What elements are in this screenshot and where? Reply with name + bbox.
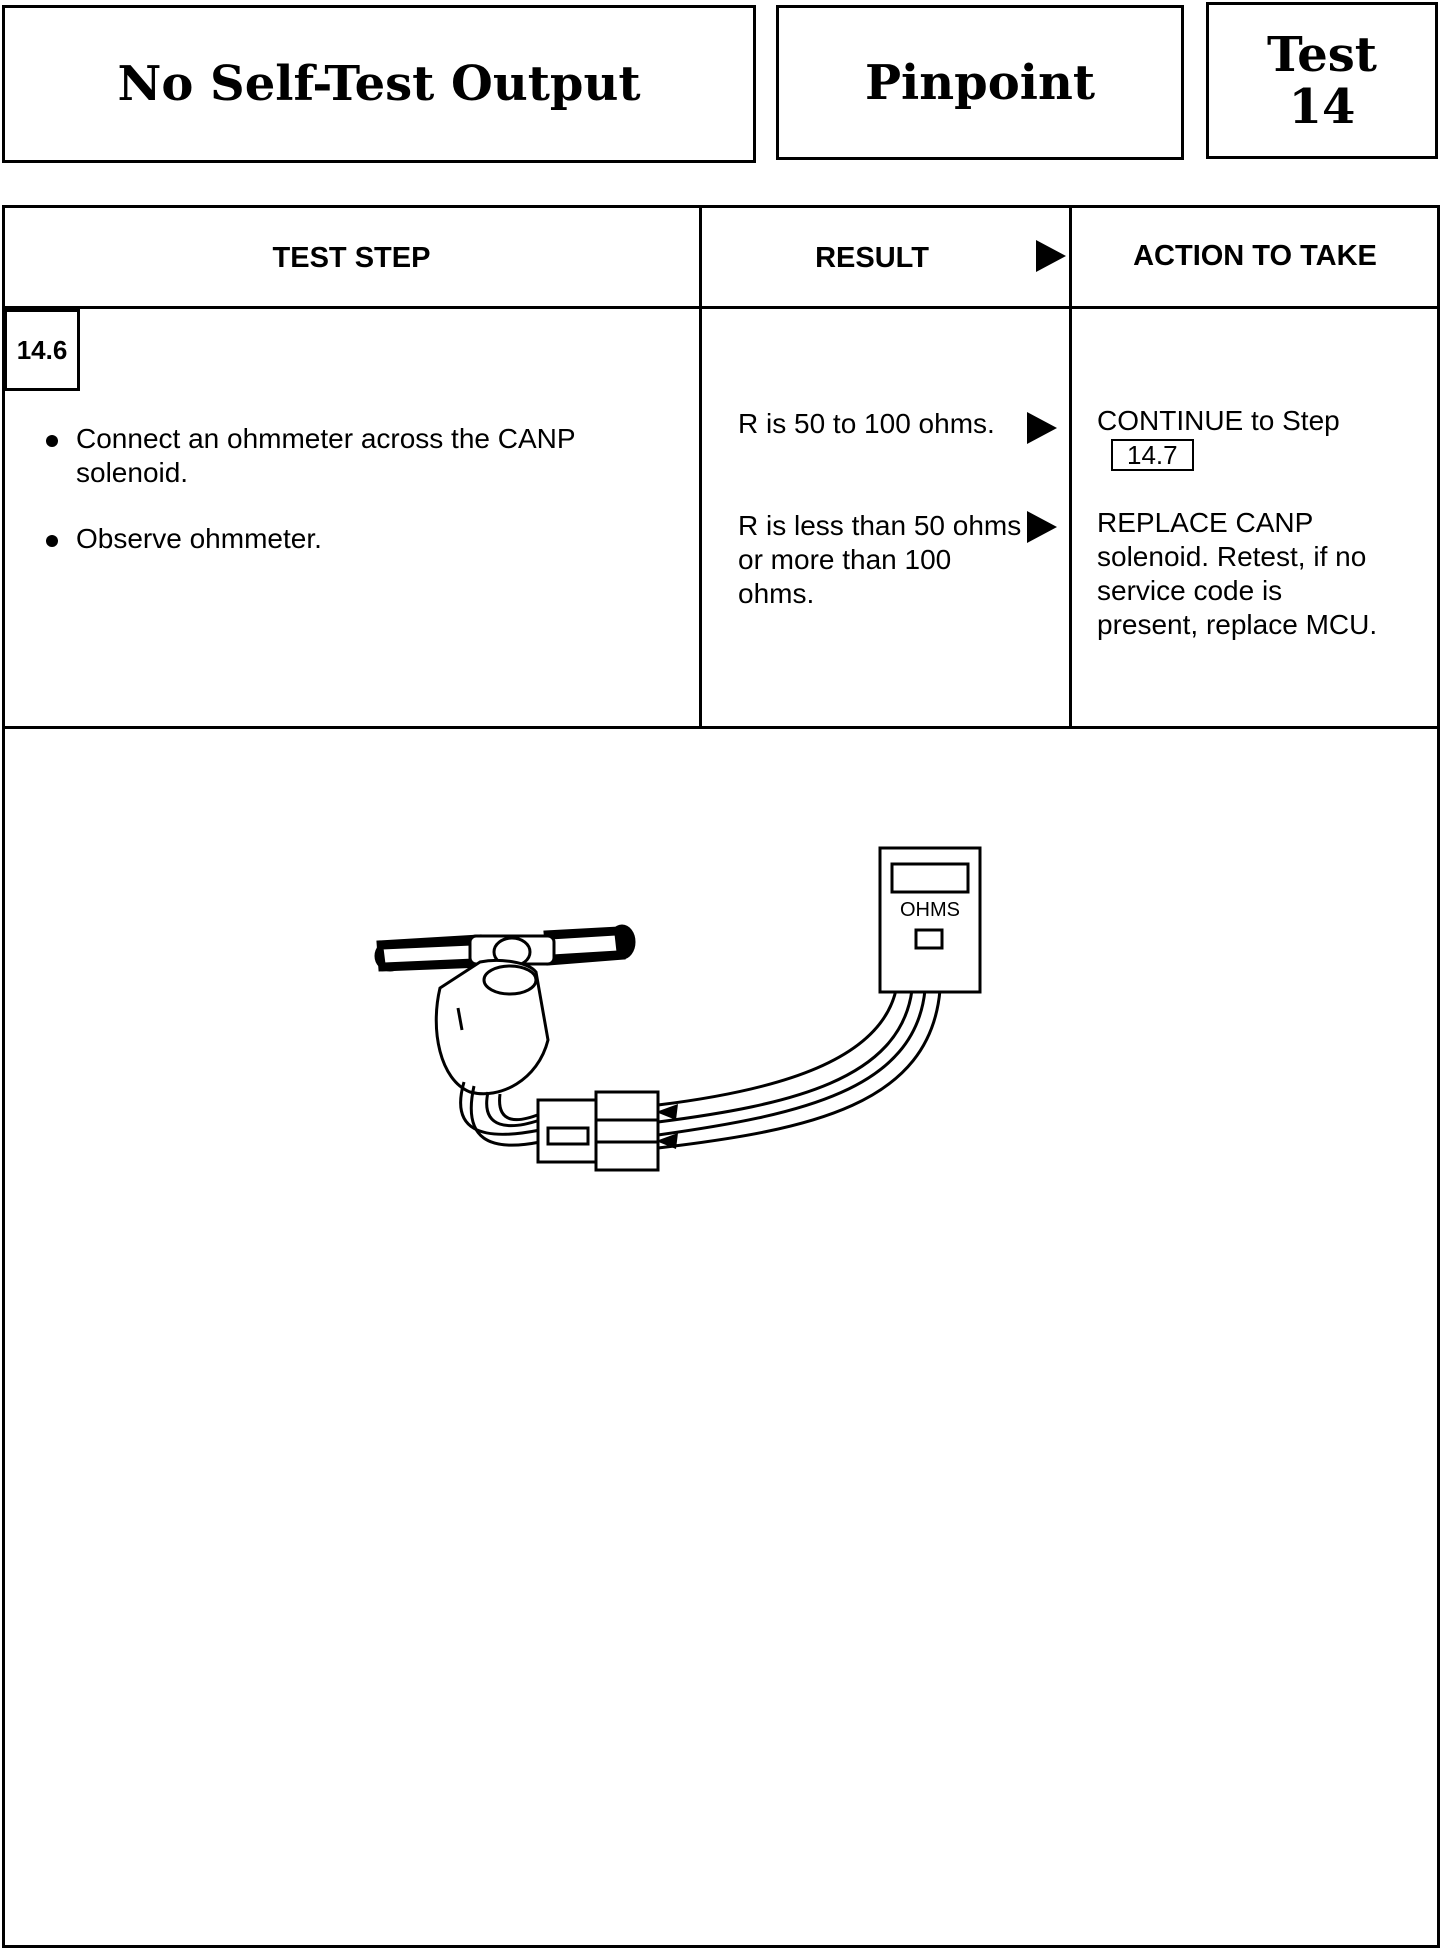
- page-title: No Self-Test Output: [117, 56, 641, 112]
- action-2: REPLACE CANP solenoid. Retest, if no ser…: [1097, 507, 1378, 640]
- action-1-text: CONTINUE to Step: [1097, 405, 1340, 436]
- section-label: Pinpoint: [864, 54, 1096, 111]
- column-header-result: RESULT: [815, 241, 929, 274]
- lead-arrow-icon: [656, 1104, 678, 1120]
- header-row-divider: [4, 306, 1438, 309]
- result-2: R is less than 50 ohms or more than 100 …: [738, 510, 1022, 609]
- column-header-action: ACTION TO TAKE: [1133, 239, 1377, 272]
- test-table: [2, 205, 1440, 1948]
- step-number-tag: 14.6: [4, 309, 80, 391]
- bullet-icon: [46, 435, 58, 447]
- divider-action: [1069, 207, 1072, 728]
- result-1: R is 50 to 100 ohms.: [738, 408, 995, 439]
- meter-label: OHMS: [900, 899, 960, 921]
- row-divider: [4, 726, 1438, 729]
- lead-arrow-icon: [656, 1133, 678, 1149]
- result-2-arrow-icon: [1027, 511, 1057, 543]
- divider-result: [699, 207, 702, 728]
- ohmmeter-solenoid-illustration: OHMS: [374, 846, 982, 1172]
- connector-icon: [536, 1090, 660, 1172]
- test-step-2: Observe ohmmeter.: [76, 523, 322, 554]
- action-1: CONTINUE to Step 14.7: [1097, 404, 1417, 472]
- test-word: Test: [1267, 26, 1377, 83]
- bullet-icon: [46, 535, 58, 547]
- header-test-box: Test 14: [1206, 2, 1438, 159]
- ohmmeter-icon: [878, 846, 982, 994]
- test-label: Test 14: [1209, 5, 1435, 156]
- solenoid-wires: [459, 1081, 541, 1147]
- result-1-arrow-icon: [1027, 412, 1057, 444]
- header-section-box: Pinpoint: [776, 5, 1184, 160]
- meter-leads: [657, 989, 942, 1150]
- canp-solenoid-icon: [374, 924, 636, 1096]
- result-arrow-icon: [1036, 240, 1066, 272]
- test-number: 14: [1288, 78, 1356, 135]
- test-step-1: Connect an ohmmeter across the CANP sole…: [76, 423, 576, 488]
- column-header-test-step: TEST STEP: [272, 241, 431, 274]
- header-title-box: No Self-Test Output: [2, 5, 756, 163]
- step-reference-box: 14.7: [1111, 439, 1194, 471]
